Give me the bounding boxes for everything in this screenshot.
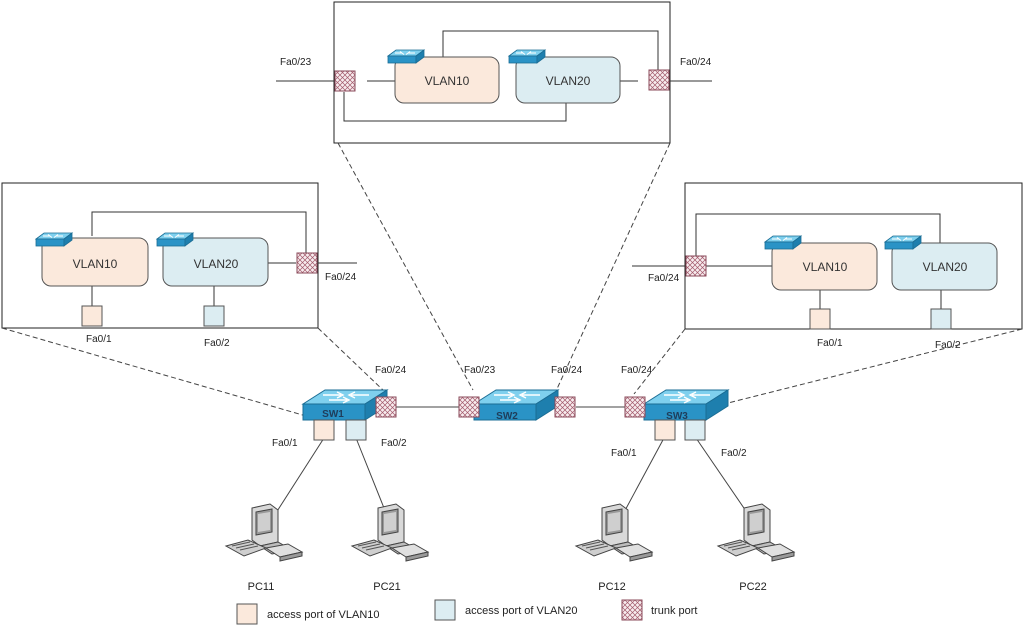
computer-icon bbox=[717, 503, 795, 562]
trunk-port bbox=[685, 255, 707, 277]
vlan20-box bbox=[891, 242, 998, 291]
computer-icon bbox=[351, 503, 429, 562]
access-port-vlan20 bbox=[203, 305, 225, 327]
trunk-port bbox=[554, 396, 576, 418]
port-label: Fa0/2 bbox=[721, 448, 747, 459]
sw1-detail-panel: VLAN10 VLAN20 Fa0/24 Fa0/1 Fa0/2 bbox=[1, 182, 357, 349]
computer-icon bbox=[225, 503, 303, 562]
legend-swatch-vlan20 bbox=[434, 599, 456, 621]
legend-swatch-trunk bbox=[621, 599, 643, 621]
access-port-vlan20 bbox=[930, 308, 952, 330]
port-label: Fa0/24 bbox=[648, 273, 680, 284]
switch-sw2: SW2 Fa0/23 Fa0/24 bbox=[458, 365, 583, 422]
pc-pc21: PC21 bbox=[351, 503, 429, 593]
port-label: Fa0/2 bbox=[204, 338, 230, 349]
vlan20-box bbox=[162, 237, 269, 287]
switch-icon bbox=[884, 235, 922, 250]
links bbox=[273, 406, 749, 517]
legend-label: access port of VLAN20 bbox=[465, 605, 578, 617]
port-label: Fa0/1 bbox=[611, 448, 637, 459]
trunk-port bbox=[334, 70, 356, 92]
port-label: Fa0/24 bbox=[680, 57, 712, 68]
trunk-port bbox=[458, 396, 480, 418]
pc-label: PC21 bbox=[373, 581, 401, 593]
sw2-detail-panel: VLAN10 VLAN20 Fa0/23 Fa0/24 bbox=[276, 1, 712, 144]
trunk-port bbox=[624, 396, 646, 418]
trunk-port bbox=[375, 396, 397, 418]
pc-label: PC12 bbox=[598, 581, 626, 593]
pc-pc11: PC11 bbox=[225, 503, 303, 593]
vlan-label: VLAN10 bbox=[425, 74, 470, 88]
vlan-label: VLAN20 bbox=[546, 74, 591, 88]
port-label: Fa0/23 bbox=[280, 57, 312, 68]
switch-icon bbox=[302, 389, 388, 421]
switch-icon bbox=[387, 49, 425, 64]
access-port-vlan20 bbox=[684, 419, 706, 441]
port-label: Fa0/1 bbox=[272, 438, 298, 449]
port-label: Fa0/23 bbox=[464, 365, 496, 376]
pc-label: PC11 bbox=[248, 581, 275, 593]
access-port-vlan10 bbox=[654, 419, 676, 441]
trunk-port bbox=[648, 69, 670, 91]
pc-pc12: PC12 bbox=[575, 503, 653, 593]
switch-icon bbox=[764, 235, 802, 250]
switch-icon bbox=[508, 49, 546, 64]
port-label: Fa0/24 bbox=[551, 365, 583, 376]
legend-label: access port of VLAN10 bbox=[267, 609, 380, 621]
access-port-vlan10 bbox=[809, 308, 831, 330]
switch-icon bbox=[156, 232, 194, 247]
port-label: Fa0/24 bbox=[375, 365, 407, 376]
switch-sw1: SW1 Fa0/24 Fa0/1 Fa0/2 bbox=[272, 365, 407, 449]
switch-label: SW1 bbox=[322, 409, 344, 420]
vlan10-box bbox=[771, 242, 878, 291]
access-port-vlan20 bbox=[345, 419, 367, 441]
port-label: Fa0/1 bbox=[86, 334, 112, 345]
port-label: Fa0/2 bbox=[381, 438, 407, 449]
switch-sw3: SW3 Fa0/24 Fa0/1 Fa0/2 bbox=[611, 365, 747, 459]
trunk-port bbox=[296, 252, 318, 274]
vlan-label: VLAN20 bbox=[923, 260, 968, 274]
vlan-label: VLAN10 bbox=[803, 260, 848, 274]
sw3-detail-panel: VLAN10 VLAN20 Fa0/24 Fa0/1 Fa0/2 bbox=[632, 182, 1023, 351]
vlan10-box bbox=[41, 237, 149, 287]
computer-icon bbox=[575, 503, 653, 562]
zoom-lines bbox=[1, 142, 1023, 417]
legend: access port of VLAN10 access port of VLA… bbox=[236, 599, 697, 625]
port-label: Fa0/24 bbox=[621, 365, 653, 376]
port-label: Fa0/1 bbox=[817, 338, 843, 349]
port-label: Fa0/24 bbox=[325, 272, 357, 283]
vlan20-box bbox=[515, 56, 621, 104]
switch-icon bbox=[35, 232, 73, 247]
port-label: Fa0/2 bbox=[935, 340, 961, 351]
pc-label: PC22 bbox=[739, 581, 767, 593]
vlan-label: VLAN10 bbox=[73, 257, 118, 271]
vlan-label: VLAN20 bbox=[194, 257, 239, 271]
legend-swatch-vlan10 bbox=[236, 603, 258, 625]
legend-label: trunk port bbox=[651, 605, 697, 617]
switch-label: SW3 bbox=[666, 411, 688, 422]
vlan10-box bbox=[394, 56, 500, 104]
access-port-vlan10 bbox=[81, 305, 103, 327]
pc-pc22: PC22 bbox=[717, 503, 795, 593]
access-port-vlan10 bbox=[313, 419, 335, 441]
switch-label: SW2 bbox=[496, 411, 518, 422]
